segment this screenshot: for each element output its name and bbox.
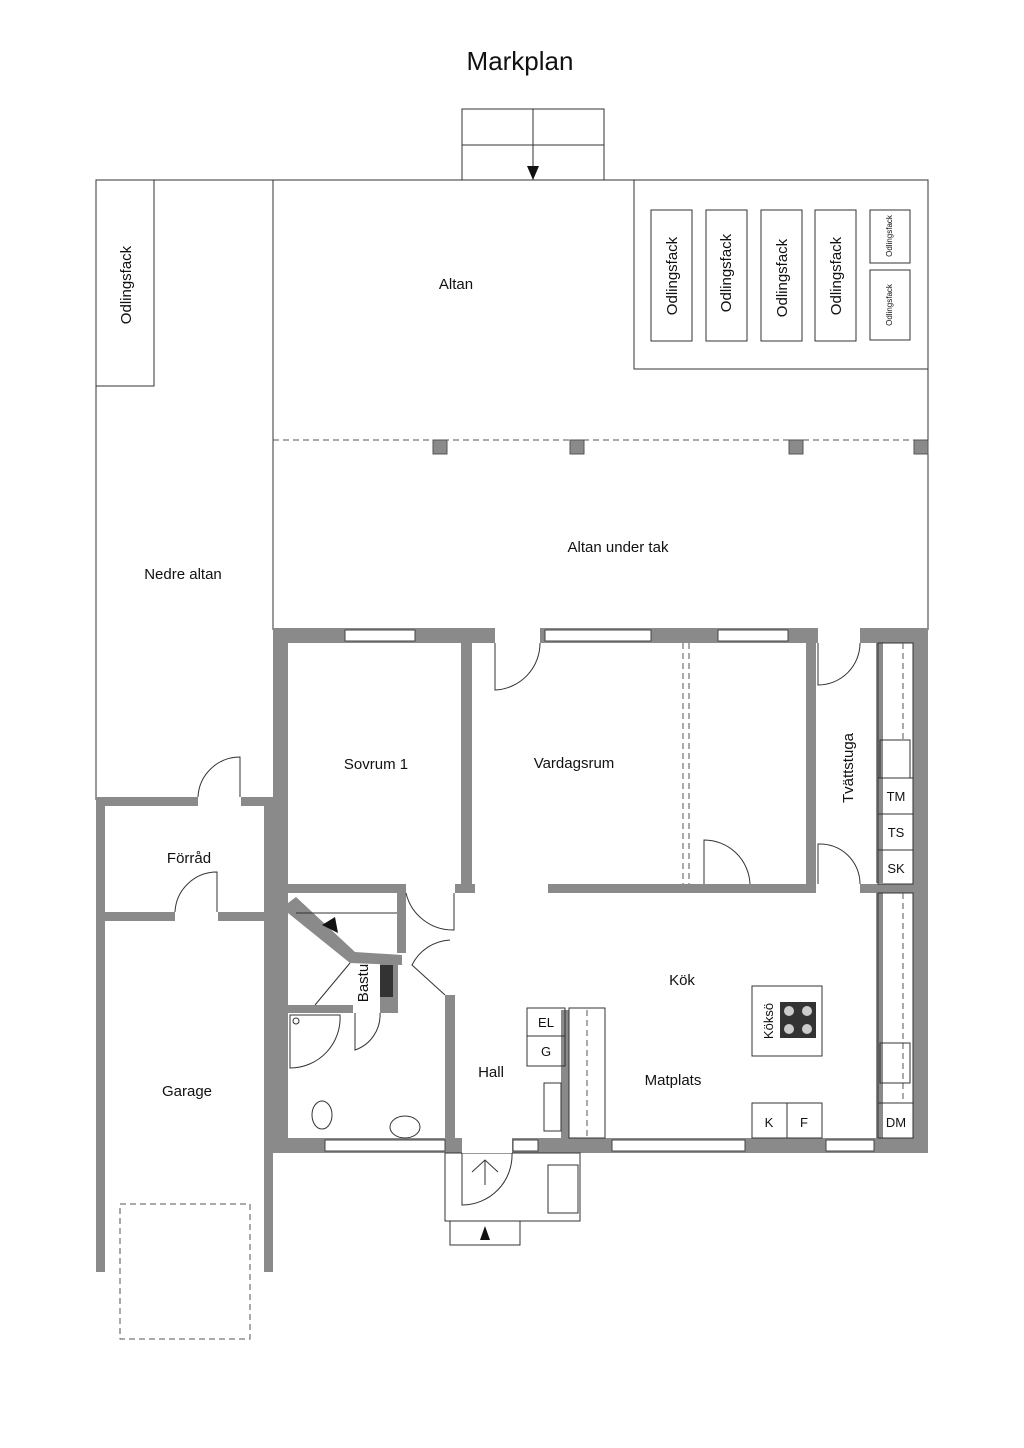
- bench: [543, 1082, 562, 1132]
- planter-box: [650, 209, 693, 342]
- label-dm: DM: [886, 1115, 906, 1130]
- entry-arrow-icon: [527, 166, 539, 180]
- entry-steps: [471, 1159, 499, 1240]
- roof-post: [788, 439, 804, 455]
- sauna-heater-icon: [380, 965, 393, 997]
- planter-box-small: [869, 269, 911, 341]
- kitchen-island: [751, 985, 823, 1057]
- room-label-altan-under-tak: Altan under tak: [568, 539, 669, 556]
- planter-label: Odlingsfack: [118, 245, 135, 324]
- room-label-kok: Kök: [669, 972, 695, 989]
- planter-box: [705, 209, 748, 342]
- bathroom-fixtures: [289, 1014, 421, 1139]
- roof-post: [432, 439, 448, 455]
- room-label-vardagsrum: Vardagsrum: [534, 755, 615, 772]
- walls: [96, 628, 928, 1272]
- planter-boxes: [650, 209, 911, 342]
- planter-label: Odlingsfack: [664, 236, 681, 315]
- room-label-forrad: Förråd: [167, 850, 211, 867]
- planter-label: Odlingsfack: [718, 233, 735, 312]
- shower-icon: [289, 1014, 341, 1069]
- windows: [324, 629, 875, 1152]
- room-label-bastu: Bastu: [355, 964, 372, 1002]
- label-ts: TS: [888, 825, 905, 840]
- planter-label-small: Odlingsfack: [885, 283, 894, 326]
- room-label-tvattstuga: Tvättstuga: [840, 732, 857, 803]
- doors: [174, 628, 861, 1206]
- room-label-sovrum: Sovrum 1: [344, 756, 408, 773]
- freezer-f: [786, 1102, 823, 1139]
- roof-post: [569, 439, 585, 455]
- g-cabinet: [526, 1035, 566, 1067]
- label-el: EL: [538, 1015, 554, 1030]
- label-sk: SK: [887, 861, 905, 876]
- room-label-matplats: Matplats: [645, 1072, 702, 1089]
- label-koksoe: Köksö: [761, 1003, 776, 1039]
- top-steps: [461, 108, 605, 181]
- sauna-interior: [296, 912, 397, 1006]
- label-g: G: [541, 1044, 551, 1059]
- planter-label-small: Odlingsfack: [885, 214, 894, 257]
- garage-door-outline: [119, 1203, 251, 1340]
- sink-icon: [389, 1115, 421, 1139]
- planter-box: [814, 209, 857, 342]
- kitchen-sink-icon: [879, 1042, 911, 1084]
- planter-label: Odlingsfack: [774, 238, 791, 317]
- plan-title: Markplan: [467, 46, 574, 76]
- front-entry-arrow-icon: [480, 1226, 490, 1240]
- deck-outline: [95, 179, 929, 800]
- toilet-icon: [311, 1100, 333, 1130]
- wardrobe: [568, 1007, 606, 1139]
- planter-label: Odlingsfack: [828, 236, 845, 315]
- label-k: K: [765, 1115, 774, 1130]
- planter-area: [633, 179, 929, 370]
- stove-icon: [780, 1002, 816, 1038]
- room-label-garage: Garage: [162, 1083, 212, 1100]
- planter-left: [95, 179, 155, 387]
- dishwasher: [877, 1102, 914, 1139]
- planter-box: [760, 209, 803, 342]
- label-tm: TM: [887, 789, 906, 804]
- cabinet-sk: [877, 849, 914, 885]
- room-label-nedre-altan: Nedre altan: [144, 566, 222, 583]
- living-partition: [682, 643, 690, 884]
- planter-box-small: [869, 209, 911, 264]
- label-f: F: [800, 1115, 808, 1130]
- kitchen-fixtures: [526, 642, 914, 1139]
- stairs-arrow-icon: [322, 917, 338, 933]
- room-label-altan: Altan: [439, 276, 473, 293]
- laundry-sink-icon: [879, 739, 911, 779]
- room-label-hall: Hall: [478, 1064, 504, 1081]
- roof-post: [913, 439, 929, 455]
